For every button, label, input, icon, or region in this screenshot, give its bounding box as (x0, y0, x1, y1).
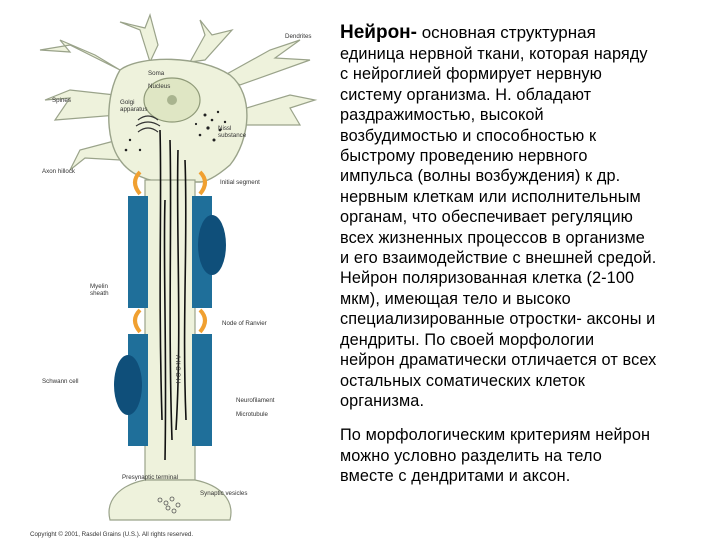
label-node-of-ranvier: Node of Ranvier (222, 320, 267, 327)
text-line: нервным клеткам или исполнительным (340, 187, 641, 206)
text-line: всех жизненных процессов в организме (340, 228, 645, 247)
label-axon-vertical: А К С О Н (174, 355, 181, 383)
label-presynaptic-terminal: Presynaptic terminal (122, 474, 178, 481)
text-line: органам, что обеспечивает регуляцию (340, 208, 633, 227)
heading-line: Нейрон- основная структурная (340, 22, 712, 44)
myelin-sheath (114, 196, 226, 446)
golgi-apparatus (135, 115, 161, 133)
label-soma: Soma (148, 70, 165, 77)
text-line: и его взаимодействие с внешней средой. (340, 249, 657, 268)
schwann-cell (114, 355, 142, 415)
label-sheath: sheath (90, 290, 109, 297)
text-line: специализированные отростки- аксоны и (340, 310, 656, 329)
label-initial-segment: Initial segment (220, 179, 260, 186)
neuron-diagram: Dendrites Soma Nucleus Spines Golgi appa… (0, 0, 330, 540)
text-line: организма. (340, 391, 425, 410)
text-line: По морфологическим критериям нейрон (340, 426, 651, 445)
title-continuation: основная структурная (416, 23, 596, 42)
text-line: мкм), имеющая тело и высоко (340, 289, 571, 308)
neurofilaments (159, 129, 187, 461)
text-line: единица нервной ткани, которая наряду (340, 45, 648, 63)
text-line: быстрому проведению нервного (340, 147, 588, 166)
label-neurofilament: Neurofilament (236, 397, 275, 404)
text-line: систему организма. Н. обладают (340, 85, 592, 104)
label-nucleus: Nucleus (148, 83, 170, 90)
synaptic-vesicles (157, 496, 181, 514)
text-line: дендриты. По своей морфологии (340, 330, 595, 349)
schwann-cell (198, 215, 226, 275)
label-dendrites: Dendrites (285, 33, 311, 40)
text-line: раздражимостью, высокой (340, 106, 544, 125)
label-golgi: Golgi (120, 99, 134, 106)
text-line: можно условно разделить на тело (340, 446, 602, 465)
nucleolus (167, 95, 177, 105)
text-line: с нейроглией формирует нервную (340, 65, 602, 84)
label-spines: Spines (52, 97, 71, 104)
label-nissl: Nissl (218, 125, 231, 132)
neuron-diagram-svg: Dendrites Soma Nucleus Spines Golgi appa… (30, 13, 318, 538)
text-line: вместе с дендритами и аксон. (340, 467, 571, 486)
label-synaptic-vesicles: Synaptic vesicles (200, 490, 247, 497)
text-line: остальных соматических клеток (340, 371, 585, 390)
text-line: Нейрон поляризованная клетка (2-100 (340, 269, 635, 288)
text-line: возбудимостью и способностью к (340, 126, 597, 145)
text-line: нейрон драматически отличается от всех (340, 351, 657, 370)
label-apparatus: apparatus (120, 106, 148, 113)
label-schwann-cell: Schwann cell (42, 378, 78, 385)
nissl-substance (124, 110, 227, 152)
label-copyright: Copyright © 2001, Rasdel Grains (U.S.). … (30, 531, 193, 538)
term-title: Нейрон- (340, 22, 417, 43)
label-axon-hillock: Axon hillock (42, 168, 76, 175)
label-microtubule: Microtubule (236, 411, 269, 418)
nodes-of-ranvier (133, 170, 207, 334)
text-line: импульса (волны возбуждения) к др. (340, 167, 621, 186)
label-myelin: Myelin (90, 283, 108, 290)
paragraph-1: единица нервной ткани, которая наряду с н… (340, 44, 712, 411)
label-substance: substance (218, 132, 247, 139)
text-panel: Нейрон- основная структурная единица нер… (340, 22, 712, 487)
